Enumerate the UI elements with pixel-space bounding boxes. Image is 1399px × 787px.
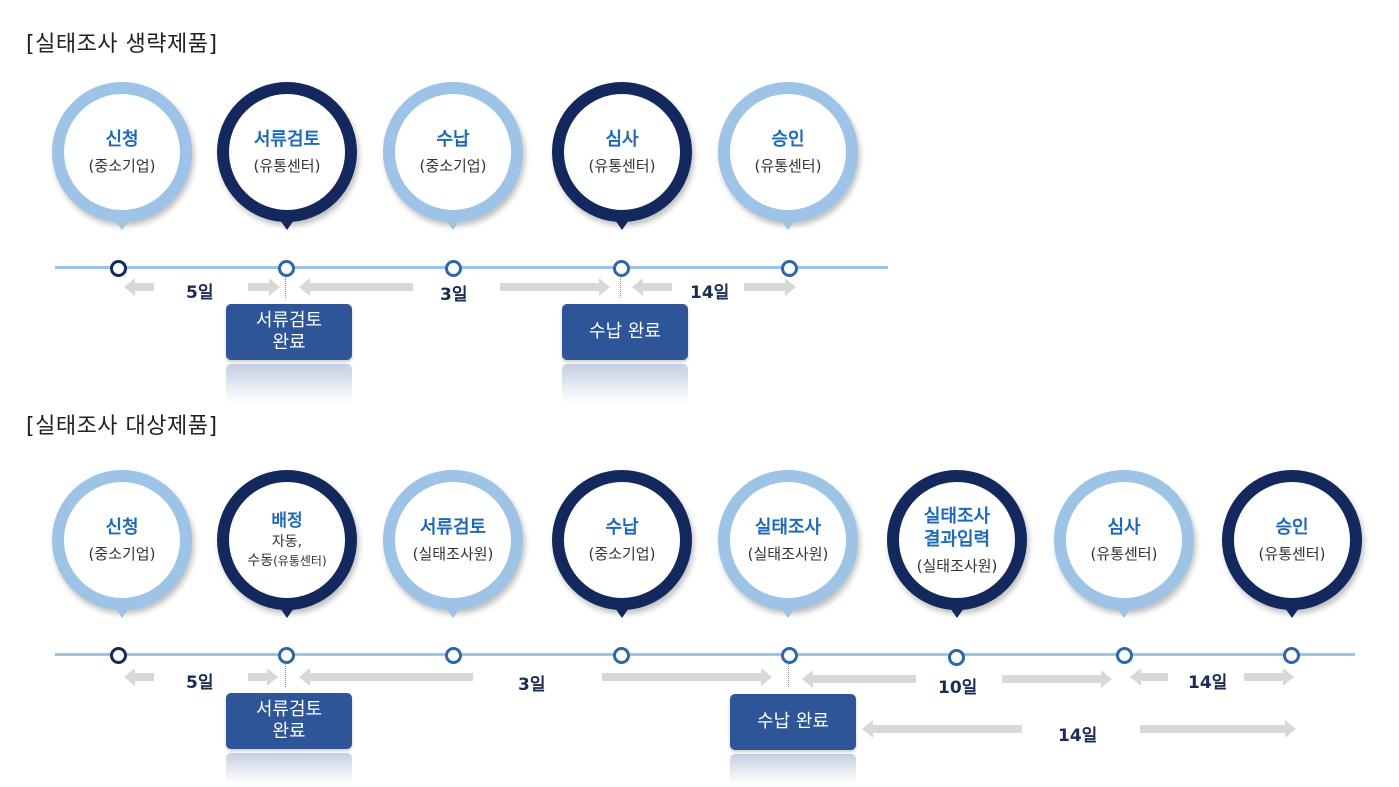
duration-label: 14일 <box>1188 673 1228 693</box>
timeline-dot <box>781 647 798 664</box>
duration-arrow-left <box>124 278 154 296</box>
duration-label: 5일 <box>186 673 214 693</box>
step-owner: (중소기업) <box>88 157 156 175</box>
duration-arrow-left <box>299 278 413 296</box>
duration-label: 14일 <box>690 283 730 303</box>
step-owner: (유통센터) <box>273 553 327 568</box>
milestone-guide <box>285 276 286 298</box>
duration-label: 10일 <box>938 678 978 698</box>
duration-arrow-right <box>744 278 796 296</box>
milestone-reflection <box>562 364 688 404</box>
duration-arrow-right <box>602 668 772 686</box>
step-label: 심사 <box>605 129 639 150</box>
step-assignment: 배정 자동, 수동(유통센터) <box>217 470 357 622</box>
step-label: 승인 <box>771 129 805 150</box>
timeline-dot <box>445 647 462 664</box>
timeline-dot <box>781 260 798 277</box>
timeline-dot <box>613 647 630 664</box>
timeline-dot <box>1116 647 1133 664</box>
step-owner: 수동 <box>247 552 274 569</box>
step-label: 승인 <box>1275 517 1309 538</box>
step-review: 심사 (유통센터) <box>552 82 692 234</box>
duration-arrow-left <box>299 668 473 686</box>
step-label: 신청 <box>105 517 139 538</box>
step-label: 신청 <box>105 129 139 150</box>
milestone-payment-done: 수납 완료 <box>562 304 688 360</box>
step-owner: (유통센터) <box>754 157 822 175</box>
step-label: 배정 <box>271 510 303 531</box>
duration-arrow-right <box>500 278 610 296</box>
step-inspection: 실태조사 (실태조사원) <box>718 470 858 622</box>
duration-arrow-right <box>1140 720 1296 738</box>
step-label: 수납 <box>605 517 639 538</box>
milestone-document-review-done: 서류검토 완료 <box>226 693 352 749</box>
step-owner: (실태조사원) <box>916 556 998 575</box>
milestone-reflection <box>226 753 352 783</box>
step-label: 실태조사 <box>754 517 822 538</box>
milestone-reflection <box>226 364 352 404</box>
duration-label: 14일 <box>1058 726 1098 746</box>
timeline-line-1 <box>55 266 888 269</box>
timeline-dot <box>1283 647 1300 664</box>
duration-label: 5일 <box>186 283 214 303</box>
milestone-document-review-done: 서류검토 완료 <box>226 304 352 360</box>
step-owner: (실태조사원) <box>412 545 494 563</box>
step-owner: (유통센터) <box>1258 545 1326 563</box>
milestone-guide <box>285 663 286 687</box>
step-payment: 수납 (중소기업) <box>552 470 692 622</box>
duration-arrow-left <box>802 670 916 688</box>
section-title-1: [실태조사 생략제품] <box>26 32 218 57</box>
step-document-review: 서류검토 (유통센터) <box>217 82 357 234</box>
step-label: 서류검토 <box>253 129 321 150</box>
duration-arrow-left <box>632 278 672 296</box>
timeline-dot <box>110 260 127 277</box>
duration-arrow-left <box>124 668 154 686</box>
step-label: 심사 <box>1107 517 1141 538</box>
step-document-review: 서류검토 (실태조사원) <box>383 470 523 622</box>
timeline-line-2 <box>55 653 1355 656</box>
step-owner: 자동, <box>271 533 303 550</box>
step-approval: 승인 (유통센터) <box>718 82 858 234</box>
duration-arrow-right <box>248 278 280 296</box>
milestone-payment-done: 수납 완료 <box>730 694 856 750</box>
step-owner: (유통센터) <box>253 157 321 175</box>
milestone-guide <box>788 663 789 687</box>
step-owner: (실태조사원) <box>747 545 829 563</box>
step-owner: (중소기업) <box>588 545 656 563</box>
step-inspection-result: 실태조사 결과입력 (실태조사원) <box>887 470 1027 622</box>
milestone-reflection <box>730 754 856 784</box>
duration-arrow-right <box>1002 670 1112 688</box>
step-review: 심사 (유통센터) <box>1054 470 1194 622</box>
step-apply: 신청 (중소기업) <box>52 470 192 622</box>
duration-label: 3일 <box>518 675 546 695</box>
duration-arrow-right <box>248 668 278 686</box>
step-label: 실태조사 결과입력 <box>923 505 991 550</box>
timeline-dot <box>278 647 295 664</box>
section-title-2: [실태조사 대상제품] <box>26 414 218 439</box>
step-apply: 신청 (중소기업) <box>52 82 192 234</box>
step-label: 수납 <box>436 129 470 150</box>
timeline-dot <box>948 649 965 666</box>
duration-label: 3일 <box>440 285 468 305</box>
step-owner: (중소기업) <box>88 545 156 563</box>
timeline-dot <box>445 260 462 277</box>
timeline-dot <box>613 260 630 277</box>
step-owner: (유통센터) <box>1090 545 1158 563</box>
duration-arrow-left <box>862 720 1022 738</box>
step-owner: (중소기업) <box>419 157 487 175</box>
timeline-dot <box>110 647 127 664</box>
step-approval: 승인 (유통센터) <box>1222 470 1362 622</box>
step-owner: (유통센터) <box>588 157 656 175</box>
duration-arrow-right <box>1244 668 1294 686</box>
step-payment: 수납 (중소기업) <box>383 82 523 234</box>
duration-arrow-left <box>1130 668 1168 686</box>
timeline-dot <box>278 260 295 277</box>
milestone-guide <box>620 276 621 298</box>
step-label: 서류검토 <box>419 517 487 538</box>
